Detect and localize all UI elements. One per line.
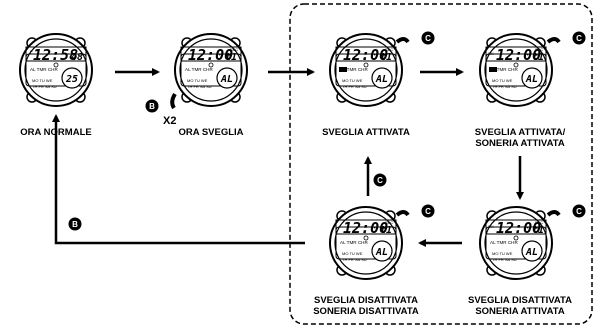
watch-sveglia-attivata: SEC 12:00 t1 AL TMR CHR MO TU WE TH FR S… [329,33,403,107]
alarm-number: t1 [532,225,544,236]
days-row-1: MO TU WE [187,78,208,83]
circle-display: AL [375,247,388,258]
button-b-marker-ora-sveglia: B X2 [145,92,177,127]
caption-dis-soneria-line2: SONERIA ATTIVATA [475,306,565,317]
caption-ora-sveglia: ORA SVEGLIA [178,127,243,138]
svg-text:B: B [72,220,78,229]
circle-display: AL [525,74,538,85]
mode-labels: AL TMR CHR [185,67,214,72]
c-button-icon [421,204,435,218]
sec-label: SEC [230,47,238,52]
sec-label: SEC [385,47,393,52]
days-row-2: TH FR SA SU [187,84,212,89]
sec-label: SEC [535,47,543,52]
svg-text:C: C [377,176,383,185]
button-b-marker-return: B [68,217,82,231]
c-button-icon [572,204,586,218]
time-display: 12:00 [496,46,541,64]
days-row-1: MO TU WE [492,78,513,83]
caption-disattivata-line2: SONERIA DISATTIVATA [313,306,419,317]
caption-disattivata-line1: SVEGLIA DISATTIVATA [314,295,418,306]
circle-display: AL [375,74,388,85]
button-c-marker-arrow-up: C [373,173,387,187]
days-row-2: TH FR SA SU [492,257,517,262]
days-row-1: MO TU WE [342,78,363,83]
mode-labels: AL TMR CHR [490,240,519,245]
caption-dis-soneria-line1: SVEGLIA DISATTIVATA [468,295,572,306]
days-row-2: TH FR SA SU [342,84,367,89]
circle-display: AL [525,247,538,258]
watch-ora-normale: P 12:58 48 AL TMR CHR MO TU WE TH FR SA … [19,33,93,107]
mode-labels: AL TMR CHR [340,67,369,72]
pm-indicator: P [30,49,33,54]
alarm-settings-group-border [289,3,593,325]
c-button-icon [421,31,435,45]
svg-text:B: B [149,102,155,111]
button-c-marker-soneria-attivata: C [546,31,586,45]
mode-labels: AL TMR CHR [30,67,59,72]
time-display: 12:58 [33,46,78,64]
button-c-marker-sveglia-disattivata-soneria: C [546,204,586,218]
alarm-number: t1 [225,52,237,63]
circle-display: 25 [65,74,78,85]
time-display: 12:00 [496,219,541,237]
days-row-1: MO TU WE [342,251,363,256]
arrow-return-to-normal [52,114,305,245]
time-display: 12:00 [343,219,388,237]
c-button-icon [572,31,586,45]
watch-sveglia-soneria-disattivata: SEC 12:00 t1 AL TMR CHR MO TU WE TH FR S… [329,206,403,280]
alarm-on-indicator [489,67,497,72]
seconds-display: 48 [71,52,83,63]
c-button-icon [373,173,387,187]
svg-text:C: C [425,207,431,216]
watch-ora-sveglia: SEC 12:00 t1 AL TMR CHR MO TU WE TH FR S… [174,33,248,107]
mode-labels: AL TMR CHR [490,67,519,72]
b-button-icon [68,217,82,231]
sec-label: SEC [385,220,393,225]
days-row-2: TH FR SA SU [342,257,367,262]
transition-arrows [52,68,524,247]
watch-sveglia-disattivata-soneria-attivata: SH SEC 12:00 t1 AL TMR CHR MO TU WE TH F… [479,206,553,280]
sec-label: SEC [535,220,543,225]
time-display: 12:00 [343,46,388,64]
caption-sveglia-soneria-line1: SVEGLIA ATTIVATA/ [475,127,566,138]
time-display: 12:00 [188,46,233,64]
svg-text:C: C [425,34,431,43]
alarm-on-indicator [339,67,347,72]
alarm-number: t1 [380,225,392,236]
press-count-label: X2 [163,115,176,127]
days-row-1: MO TU WE [492,251,513,256]
days-row-1: MO TU WE [32,78,53,83]
button-c-marker-tutto-disattivato: C [395,204,435,218]
circle-display: AL [220,74,233,85]
days-row-2: TH FR SA SU [492,84,517,89]
captions: ORA NORMALE ORA SVEGLIA SVEGLIA ATTIVATA… [20,127,572,317]
alarm-number: t1 [532,52,544,63]
sh-indicator: SH [488,224,494,229]
watch-sveglia-soneria-attivata: SH SEC 12:00 t1 AL TMR CHR MO TU WE TH F… [479,33,553,107]
caption-sveglia-soneria-line2: SONERIA ATTIVATA [475,138,565,149]
button-c-marker-sveglia-attivata: C [395,31,435,45]
svg-text:C: C [576,34,582,43]
days-row-2: TH FR SA SU [32,84,57,89]
mode-labels: AL TMR CHR [340,240,369,245]
sh-indicator: SH [488,51,494,56]
svg-text:C: C [576,207,582,216]
caption-sveglia-attivata: SVEGLIA ATTIVATA [322,127,410,138]
caption-ora-normale: ORA NORMALE [20,127,91,138]
alarm-number: t1 [380,52,392,63]
b-button-icon [145,99,159,113]
